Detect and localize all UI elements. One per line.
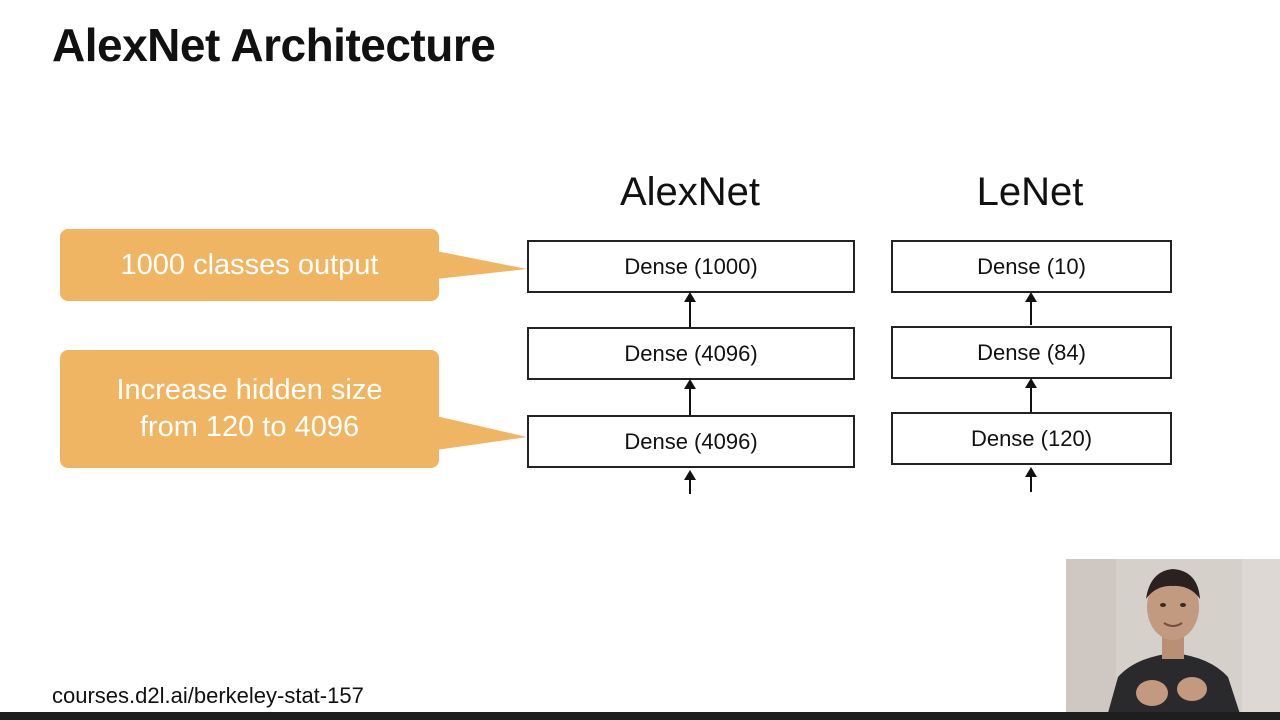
callout-pointer-icon xyxy=(436,251,527,279)
lenet-arrow-up-icon xyxy=(1025,378,1037,412)
alexnet-column-title: AlexNet xyxy=(619,170,761,214)
bottom-bar xyxy=(0,712,1280,720)
lenet-layer-dense-120: Dense (120) xyxy=(891,412,1172,465)
alexnet-arrow-up-icon xyxy=(684,379,696,415)
alexnet-input-arrow-icon xyxy=(684,470,696,494)
lenet-column-title: LeNet xyxy=(976,170,1084,214)
alexnet-layer-dense-4096-lower: Dense (4096) xyxy=(527,415,855,468)
alexnet-layer-dense-4096-upper: Dense (4096) xyxy=(527,327,855,380)
callout-output-classes: 1000 classes output xyxy=(60,229,439,301)
alexnet-arrow-up-icon xyxy=(684,292,696,327)
callout-output-classes-text: 1000 classes output xyxy=(120,248,379,281)
lenet-input-arrow-icon xyxy=(1025,467,1037,492)
callout-hidden-size: Increase hidden size from 120 to 4096 xyxy=(60,350,439,468)
slide-title: AlexNet Architecture xyxy=(52,19,496,71)
callout-hidden-size-line2: from 120 to 4096 xyxy=(139,411,360,443)
alexnet-layer-dense-1000: Dense (1000) xyxy=(527,240,855,293)
lenet-layer-dense-84: Dense (84) xyxy=(891,326,1172,379)
callout-pointer-icon xyxy=(436,416,527,450)
presenter-video-feed-icon xyxy=(1066,559,1280,720)
lenet-layer-dense-10: Dense (10) xyxy=(891,240,1172,293)
lenet-arrow-up-icon xyxy=(1025,292,1037,325)
presenter-webcam xyxy=(1066,559,1280,720)
callout-hidden-size-line1: Increase hidden size xyxy=(116,374,383,406)
footer-course-url: courses.d2l.ai/berkeley-stat-157 xyxy=(52,683,364,708)
